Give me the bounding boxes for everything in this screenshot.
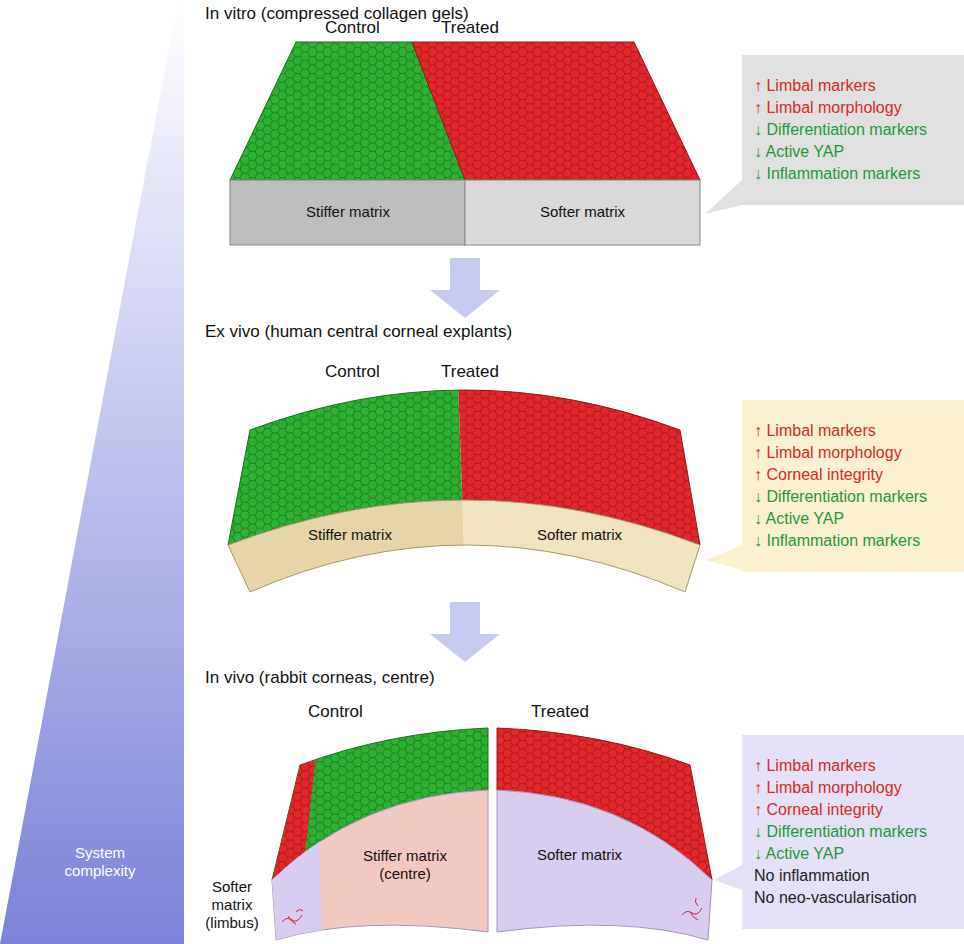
matrix-region: Stiffer matrix: [306, 203, 390, 221]
section-title: Ex vivo (human central corneal explants): [205, 322, 512, 342]
marker-box: ↑ Limbal markers↑ Limbal morphology↓ Dif…: [742, 55, 964, 205]
complexity-wedge: [0, 0, 184, 944]
marker-line: ↓ Differentiation markers: [754, 821, 958, 843]
matrix-label: Stiffer matrix (centre): [350, 847, 460, 883]
down-arrow: [430, 258, 500, 318]
marker-line: ↓ Active YAP: [754, 843, 958, 865]
condition-label: Control: [308, 702, 363, 722]
limbus-stroma: [272, 790, 488, 940]
down-arrow: [430, 602, 500, 662]
stiffer-gel: [230, 180, 465, 245]
matrix-region: Stiffer matrix: [308, 526, 392, 544]
treated-epithelium: [412, 42, 700, 180]
marker-line: ↓ Inflammation markers: [754, 530, 958, 552]
marker-line: ↑ Limbal morphology: [754, 97, 958, 119]
callout-wedge: [705, 545, 742, 570]
marker-line: No inflammation: [754, 865, 958, 887]
softer-gel: [465, 180, 700, 245]
matrix-region: Softer matrix: [537, 846, 622, 864]
treated-stroma: [497, 790, 712, 940]
section-title: In vivo (rabbit corneas, centre): [205, 668, 435, 688]
matrix-region: Softer matrix: [537, 526, 622, 544]
marker-line: ↓ Active YAP: [754, 141, 958, 163]
control-stroma: [272, 790, 488, 940]
matrix-label: Stiffer matrix: [306, 203, 390, 221]
marker-box: ↑ Limbal markers↑ Limbal morphology↑ Cor…: [742, 400, 964, 572]
vessels: [282, 910, 303, 924]
condition-label: Treated: [531, 702, 589, 722]
marker-box: ↑ Limbal markers↑ Limbal morphology↑ Cor…: [742, 735, 964, 929]
matrix-label: Softer matrix: [537, 526, 622, 544]
marker-line: ↑ Limbal morphology: [754, 442, 958, 464]
condition-label: Control: [325, 362, 380, 382]
callout-wedge: [705, 180, 742, 214]
marker-line: ↓ Inflammation markers: [754, 163, 958, 185]
callout-wedge: [714, 865, 742, 890]
condition-label: Softer matrix (limbus): [200, 878, 264, 932]
condition-label: Treated: [441, 18, 499, 38]
marker-line: ↑ Corneal integrity: [754, 464, 958, 486]
condition-label: Treated: [441, 362, 499, 382]
marker-line: ↑ Limbal markers: [754, 75, 958, 97]
axis-label: System complexity: [54, 844, 146, 880]
marker-line: ↓ Differentiation markers: [754, 119, 958, 141]
condition-label: Control: [325, 18, 380, 38]
marker-line: ↑ Limbal markers: [754, 420, 958, 442]
marker-line: ↑ Limbal markers: [754, 755, 958, 777]
marker-line: No neo-vascularisation: [754, 887, 958, 909]
matrix-region: Softer matrix: [540, 203, 625, 221]
marker-line: ↓ Differentiation markers: [754, 486, 958, 508]
marker-line: ↑ Limbal morphology: [754, 777, 958, 799]
marker-line: ↓ Active YAP: [754, 508, 958, 530]
matrix-label: Softer matrix: [540, 203, 625, 221]
marker-line: ↑ Corneal integrity: [754, 799, 958, 821]
matrix-region: Stiffer matrix (centre): [350, 847, 460, 883]
vessels: [682, 898, 702, 920]
matrix-label: Stiffer matrix: [308, 526, 392, 544]
matrix-label: Softer matrix: [537, 846, 622, 864]
